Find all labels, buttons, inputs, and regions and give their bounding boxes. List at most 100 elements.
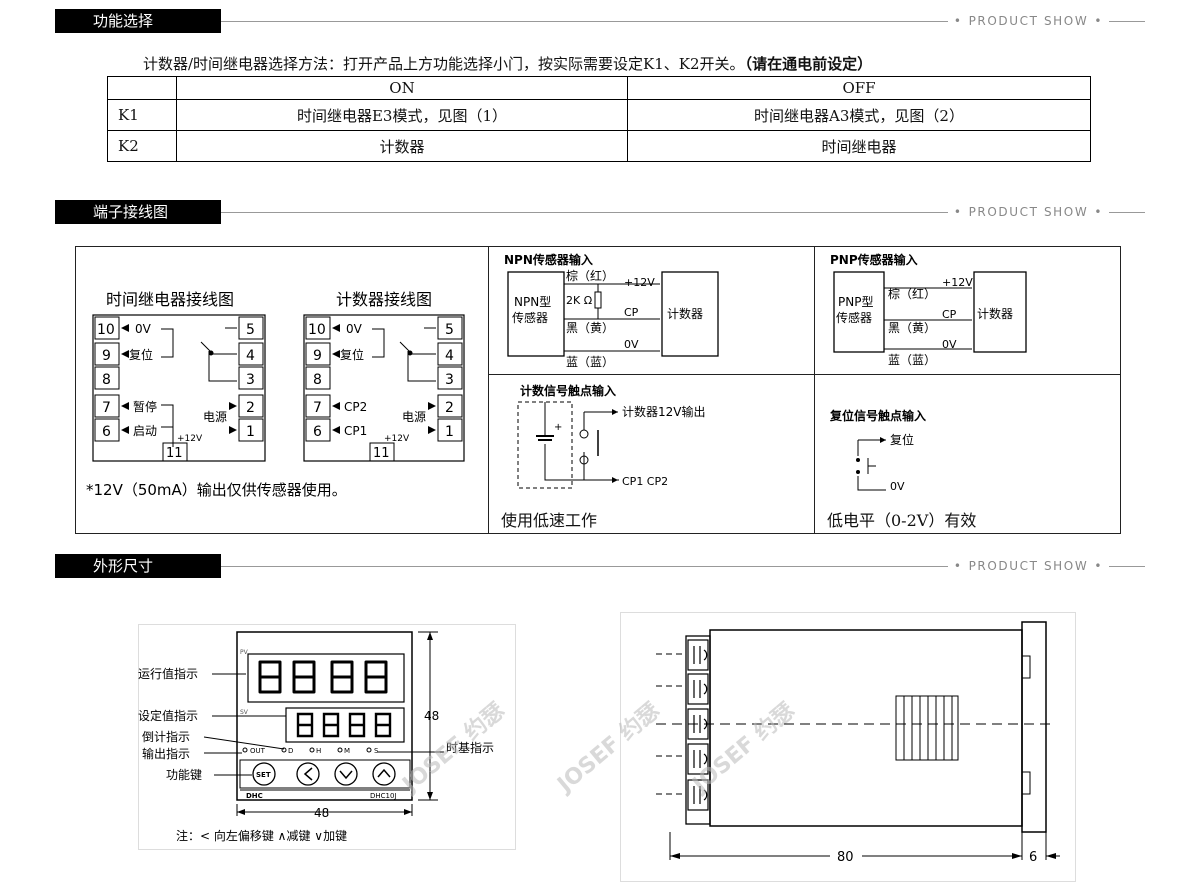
section-header-wiring: 端子接线图 PRODUCT SHOW <box>55 200 1145 224</box>
svg-text:0V: 0V <box>135 322 152 336</box>
svg-text:SV: SV <box>240 709 249 716</box>
svg-text:2K Ω: 2K Ω <box>566 294 592 307</box>
svg-text:PNP型: PNP型 <box>838 295 873 309</box>
svg-text:暂停: 暂停 <box>133 399 157 414</box>
svg-text:4: 4 <box>246 348 255 364</box>
reset-caption: 低电平（0-2V）有效 <box>827 511 977 530</box>
svg-text:10: 10 <box>308 322 326 338</box>
wiring-footnote: *12V（50mA）输出仅供传感器使用。 <box>86 481 347 499</box>
section-title: 外形尺寸 <box>55 554 221 578</box>
timer-wiring-title: 时间继电器接线图 <box>106 290 234 309</box>
svg-text:棕（红）: 棕（红） <box>888 286 936 301</box>
reset-input-diagram: 复位信号触点输入 复位 0V <box>829 408 926 493</box>
svg-text:9: 9 <box>102 348 111 364</box>
section-title: 端子接线图 <box>55 200 221 224</box>
table-row: K1 时间继电器E3模式，见图（1） 时间继电器A3模式，见图（2） <box>107 99 1091 131</box>
svg-text:0V: 0V <box>942 338 957 351</box>
svg-text:启动: 启动 <box>133 424 157 438</box>
svg-text:7: 7 <box>313 400 322 416</box>
svg-text:M: M <box>344 747 350 755</box>
reset-title: 复位信号触点输入 <box>829 408 926 423</box>
svg-text:复位: 复位 <box>129 347 153 362</box>
svg-text:蓝（蓝）: 蓝（蓝） <box>566 355 614 369</box>
contact-title: 计数信号触点输入 <box>520 383 616 398</box>
svg-text:传感器: 传感器 <box>836 310 872 325</box>
svg-text:5: 5 <box>445 322 454 338</box>
svg-text:DHC10J: DHC10J <box>370 792 397 800</box>
wiring-diagram-box <box>75 246 1121 534</box>
svg-text:+: + <box>554 422 562 433</box>
svg-text:时基指示: 时基指示 <box>446 740 494 755</box>
svg-text:计数器: 计数器 <box>977 306 1013 321</box>
svg-text:11: 11 <box>166 446 183 461</box>
svg-text:4: 4 <box>445 348 454 364</box>
npn-sensor-diagram: NPN传感器输入 NPN型 传感器 计数器 棕（红） +12V 2K Ω CP … <box>504 252 719 369</box>
svg-text:3: 3 <box>246 372 255 388</box>
contact-input-diagram: 计数信号触点输入 + 计数器12V输出 CP1 CP2 <box>517 383 705 489</box>
svg-text:输出指示: 输出指示 <box>142 746 190 761</box>
svg-text:CP: CP <box>624 306 639 319</box>
svg-text:10: 10 <box>97 322 115 338</box>
svg-text:传感器: 传感器 <box>512 310 548 325</box>
section-header-dimensions: 外形尺寸 PRODUCT SHOW <box>55 554 1145 578</box>
svg-text:OUT: OUT <box>250 747 266 755</box>
svg-text:+12V: +12V <box>384 434 410 444</box>
svg-text:棕（红）: 棕（红） <box>566 268 614 283</box>
svg-text:1: 1 <box>445 424 454 440</box>
svg-text:蓝（蓝）: 蓝（蓝） <box>888 353 936 367</box>
svg-text:计数器12V输出: 计数器12V输出 <box>622 404 705 419</box>
svg-text:2: 2 <box>445 400 454 416</box>
counter-wiring-title: 计数器接线图 <box>336 290 432 309</box>
side-view-drawing: 80 6 <box>656 621 1060 865</box>
svg-text:CP: CP <box>942 308 957 321</box>
section-header-function: 功能选择 PRODUCT SHOW <box>55 9 1145 33</box>
svg-text:倒计指示: 倒计指示 <box>142 729 190 744</box>
section-tagline: PRODUCT SHOW <box>947 13 1109 29</box>
svg-text:80: 80 <box>837 850 854 865</box>
svg-text:2: 2 <box>246 400 255 416</box>
svg-text:黑（黄）: 黑（黄） <box>888 321 936 335</box>
function-intro: 计数器/时间继电器选择方法：打开产品上方功能选择小门，按实际需要设定K1、K2开… <box>143 55 873 73</box>
svg-text:1: 1 <box>246 424 255 440</box>
svg-text:0V: 0V <box>346 322 363 336</box>
section-title: 功能选择 <box>55 9 221 33</box>
terminal-wiring-diagrams: 时间继电器接线图 计数器接线图 10 9 8 7 6 5 4 3 2 1 11 … <box>86 290 465 499</box>
svg-text:5: 5 <box>246 322 255 338</box>
svg-text:H: H <box>316 747 321 755</box>
svg-text:NPN型: NPN型 <box>514 295 551 309</box>
table-header-row: ON OFF <box>107 76 1091 100</box>
svg-text:0V: 0V <box>890 480 905 493</box>
svg-text:+12V: +12V <box>942 276 973 289</box>
svg-text:+12V: +12V <box>624 276 655 289</box>
switch-table: ON OFF K1 时间继电器E3模式，见图（1） 时间继电器A3模式，见图（2… <box>107 76 1091 162</box>
svg-text:8: 8 <box>102 372 111 388</box>
svg-text:48: 48 <box>314 806 329 820</box>
col-off: OFF <box>627 76 1091 100</box>
section-tagline: PRODUCT SHOW <box>947 204 1109 220</box>
section-tagline: PRODUCT SHOW <box>947 558 1109 574</box>
svg-text:计数器: 计数器 <box>667 306 703 321</box>
col-on: ON <box>176 76 628 100</box>
svg-text:6: 6 <box>313 424 322 440</box>
svg-text:PV: PV <box>240 649 249 656</box>
svg-text:复位: 复位 <box>890 432 914 447</box>
svg-text:S: S <box>374 747 379 755</box>
svg-text:CP1: CP1 <box>344 424 367 438</box>
svg-text:7: 7 <box>102 400 111 416</box>
svg-text:0V: 0V <box>624 338 639 351</box>
svg-text:电源: 电源 <box>402 410 426 424</box>
svg-text:3: 3 <box>445 372 454 388</box>
svg-text:功能键: 功能键 <box>166 768 202 782</box>
npn-title: NPN传感器输入 <box>504 252 593 267</box>
svg-text:6: 6 <box>102 424 111 440</box>
svg-text:黑（黄）: 黑（黄） <box>566 321 614 335</box>
table-row: K2 计数器 时间继电器 <box>107 130 1091 162</box>
svg-text:CP1 CP2: CP1 CP2 <box>622 475 668 488</box>
svg-text:SET: SET <box>256 771 271 779</box>
svg-text:设定值指示: 设定值指示 <box>138 708 198 723</box>
svg-text:运行值指示: 运行值指示 <box>138 666 198 681</box>
counter-terminal-block: 10 9 8 7 6 5 4 3 2 1 11 0V 复位 CP2 CP1 电源… <box>303 314 465 462</box>
svg-text:9: 9 <box>313 348 322 364</box>
svg-text:8: 8 <box>313 372 322 388</box>
svg-text:6: 6 <box>1029 850 1037 865</box>
